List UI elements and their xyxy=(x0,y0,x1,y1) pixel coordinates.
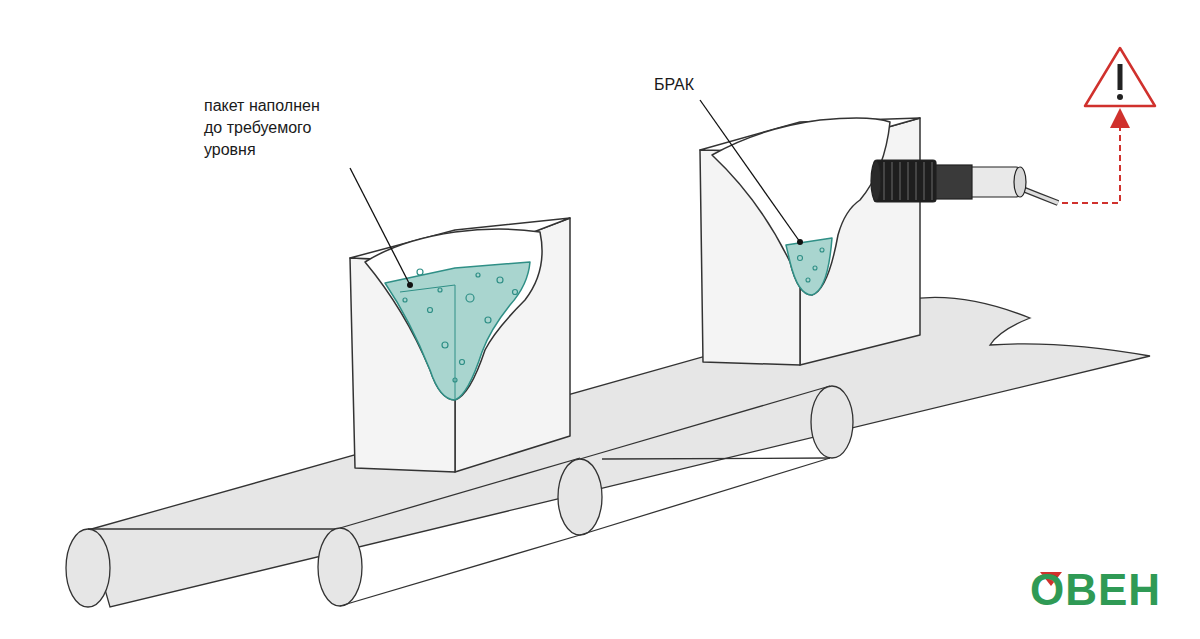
leader-line xyxy=(350,168,410,285)
conveyor-belt xyxy=(66,297,1150,607)
callout-label: пакет наполнен до требуемого уровня xyxy=(204,95,342,161)
thread-stroke xyxy=(932,162,933,200)
thread-stroke xyxy=(900,162,901,200)
reject-label: БРАК xyxy=(654,74,694,96)
thread-stroke xyxy=(892,162,893,200)
level-sensor xyxy=(871,160,1058,203)
thread-stroke xyxy=(884,162,885,200)
leader-line xyxy=(700,100,800,242)
alarm-signal xyxy=(1062,48,1155,203)
thread-stroke xyxy=(924,162,925,200)
thread-stroke xyxy=(916,162,917,200)
package-filled xyxy=(350,218,570,472)
thread-stroke xyxy=(908,162,909,200)
package-reject xyxy=(700,118,920,365)
brand-logo: ОВЕН xyxy=(1030,567,1161,613)
